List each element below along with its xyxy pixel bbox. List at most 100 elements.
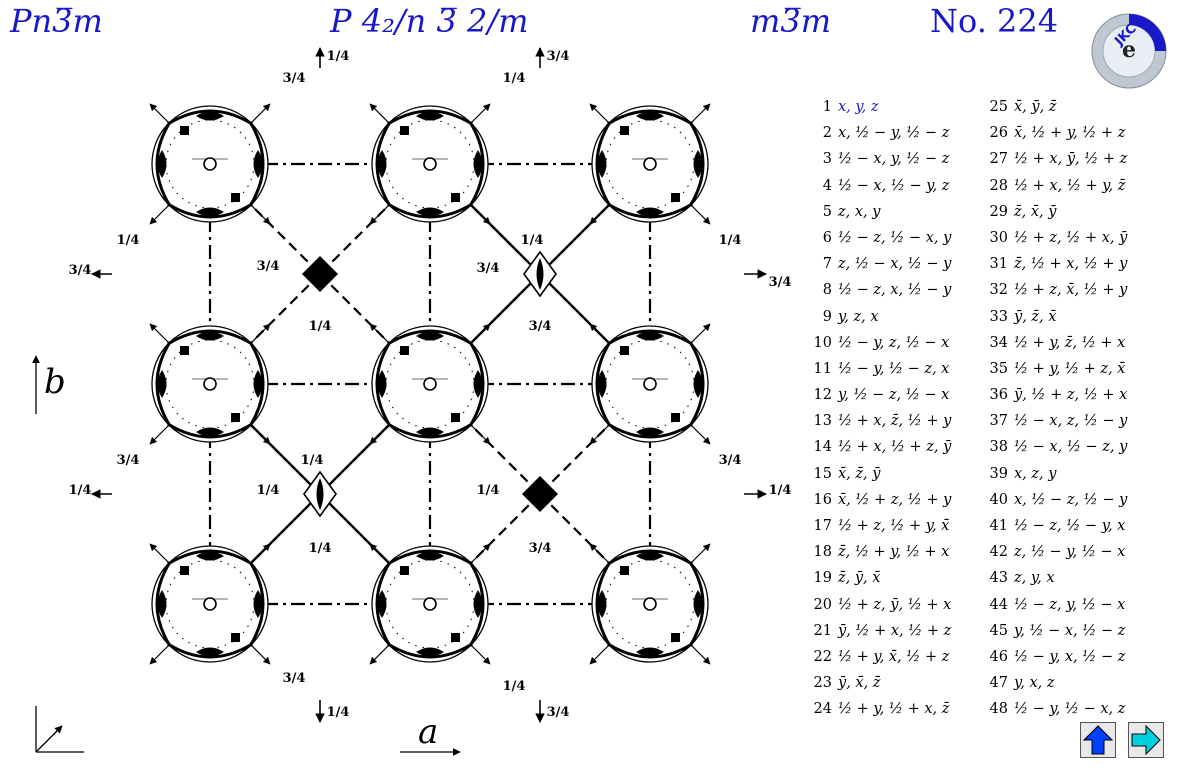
height-label: 1/4 — [309, 319, 332, 334]
twofold-axis — [303, 250, 557, 518]
height-label: 3/4 — [117, 453, 140, 468]
operation-number: 29 — [989, 203, 1008, 220]
operation-number: 16 — [813, 491, 832, 508]
height-label: 1/4 — [503, 71, 526, 86]
operation-coordinates: x, ½ − z, ½ − y — [1014, 491, 1128, 508]
operation-coordinates: ½ − y, x, ½ − z — [1014, 648, 1126, 665]
arrow-up-icon — [1082, 725, 1114, 755]
fourfold-axis — [302, 256, 558, 512]
height-label: 1/4 — [503, 679, 526, 694]
symmetry-node — [150, 104, 270, 224]
operation-number: 34 — [989, 334, 1008, 351]
height-label: 1/4 — [309, 541, 332, 556]
height-label: 3/4 — [529, 541, 552, 556]
operation-coordinates: ½ − x, ½ − z, y — [1014, 439, 1128, 456]
operation-number: 8 — [822, 282, 832, 299]
operation-coordinates: ½ + x, ½ + y, z̄ — [1014, 177, 1126, 194]
operation-number: 9 — [822, 308, 832, 325]
operation-number: 25 — [989, 99, 1008, 115]
operation-coordinates: y, z, x — [838, 308, 879, 325]
operation-number: 28 — [989, 177, 1008, 194]
height-label: 1/4 — [521, 233, 544, 248]
operation-number: 14 — [813, 439, 832, 456]
up-button[interactable] — [1080, 722, 1116, 758]
height-label: 3/4 — [529, 319, 552, 334]
symmetry-node — [370, 324, 490, 444]
symmetry-node — [590, 104, 710, 224]
operation-number: 30 — [989, 229, 1008, 246]
operation-row: 40 x, ½ − z, ½ − y — [988, 487, 1128, 513]
height-label: 3/4 — [257, 259, 280, 274]
point-group: m3̅m — [750, 2, 832, 40]
operation-row: 39 x, z, y — [988, 461, 1127, 487]
height-label: 3/4 — [769, 275, 792, 290]
operation-number: 27 — [989, 151, 1008, 168]
operation-coordinates: z, ½ − x, ½ − y — [838, 256, 952, 273]
height-labels: 1/4 3/4 3/4 1/4 1/4 3/4 1/4 3/4 1/4 3/4 … — [69, 49, 792, 720]
node-grid — [150, 104, 710, 664]
axis-a-label: a — [418, 712, 439, 752]
operation-coordinates: ½ − y, ½ − z, x — [838, 360, 950, 377]
height-label: 1/4 — [117, 233, 140, 248]
height-label: 3/4 — [283, 671, 306, 686]
operation-number: 18 — [813, 544, 832, 561]
operation-number: 41 — [989, 518, 1008, 534]
operation-coordinates: z̄, ½ + x, ½ + y — [1014, 256, 1128, 273]
edge-arrows — [91, 47, 767, 723]
height-label: 1/4 — [477, 483, 500, 498]
operation-coordinates: x, z, y — [1014, 465, 1057, 482]
operation-number: 39 — [989, 465, 1008, 482]
operation-number: 40 — [989, 491, 1008, 508]
height-label: 3/4 — [69, 263, 92, 278]
height-label: 1/4 — [327, 705, 350, 720]
operation-number: 5 — [822, 203, 832, 220]
operation-row: 9 y, z, x — [812, 304, 951, 330]
operation-coordinates: ½ − z, x, ½ − y — [838, 282, 952, 299]
operation-coordinates: ½ + z, x̄, ½ + y — [1014, 282, 1128, 299]
operation-number: 33 — [989, 308, 1008, 325]
operation-coordinates: ½ − z, ½ − x, y — [838, 229, 952, 246]
height-label: 1/4 — [69, 483, 92, 498]
height-label: 3/4 — [547, 705, 570, 720]
symmetry-node — [150, 544, 270, 664]
operation-coordinates: ½ + z, ½ + y, x̄ — [838, 518, 950, 534]
operation-number: 19 — [813, 570, 832, 587]
operation-coordinates: ½ − x, ½ − y, z — [838, 177, 950, 194]
operation-number: 4 — [822, 177, 832, 194]
height-label: 1/4 — [719, 233, 742, 248]
symmetry-node — [590, 324, 710, 444]
operation-coordinates: ½ + y, ½ + x, z̄ — [838, 701, 950, 718]
operation-number: 35 — [989, 360, 1008, 377]
arrow-right-icon — [1131, 724, 1161, 756]
operation-number: 45 — [989, 622, 1008, 639]
operation-number: 20 — [813, 596, 832, 613]
operation-number: 22 — [813, 648, 832, 665]
operation-number: 12 — [813, 387, 832, 404]
operation-coordinates: ½ − y, ½ − x, z — [1014, 701, 1126, 718]
next-button[interactable] — [1128, 722, 1164, 758]
operation-number: 2 — [822, 125, 832, 142]
operation-coordinates: ½ − x, z, ½ − y — [1014, 413, 1128, 430]
